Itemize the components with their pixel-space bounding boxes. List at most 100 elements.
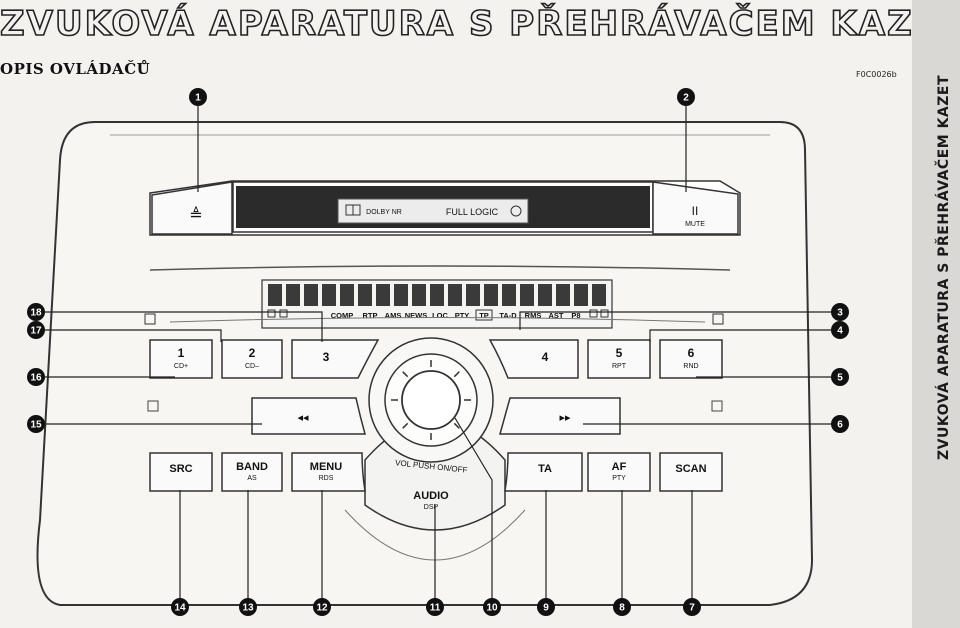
callout-6-number: 6: [837, 420, 843, 431]
preset-2-label: 2: [249, 346, 256, 360]
display-segment: [448, 284, 462, 306]
af-label: AF: [612, 461, 627, 473]
figure-code: F0C0026b: [856, 70, 897, 79]
indicator-ta-d: TA-D: [499, 311, 517, 320]
forward-button[interactable]: ▸▸: [499, 397, 621, 435]
preset-button-5[interactable]: 5 RPT: [587, 339, 651, 379]
callout-1-number: 1: [195, 93, 201, 104]
callout-4-number: 4: [837, 326, 843, 337]
display-segment: [592, 284, 606, 306]
indicator-rms: RMS: [525, 311, 542, 320]
indicator-tp: TP: [479, 311, 489, 320]
preset-1-label: 1: [178, 346, 185, 360]
display-segment: [304, 284, 318, 306]
indicator-loc: LOC: [432, 311, 448, 320]
display-segment: [502, 284, 516, 306]
preset-button-2[interactable]: 2 CD–: [221, 339, 283, 379]
callout-7-number: 7: [689, 603, 695, 614]
indicator-ast: AST: [549, 311, 564, 320]
preset-6-label: 6: [688, 346, 695, 360]
callout-12: 12: [313, 598, 331, 616]
dolby-label: DOLBY NR: [366, 209, 402, 216]
callout-13-number: 13: [242, 603, 254, 614]
menu-button[interactable]: MENU RDS: [291, 452, 366, 492]
audio-button[interactable]: AUDIO: [413, 490, 449, 502]
display-segment: [394, 284, 408, 306]
band-label: BAND: [236, 461, 268, 473]
section-subtitle: OPIS OVLÁDAČŮ: [0, 60, 151, 78]
volume-knob-ticks: [391, 360, 471, 440]
page-title: ZVUKOVÁ APARATURA S PŘEHRÁVAČEM KAZET: [0, 3, 960, 45]
callout-1: 1: [189, 88, 207, 106]
display-segment: [412, 284, 426, 306]
callout-13: 13: [239, 598, 257, 616]
af-button[interactable]: AF PTY: [587, 452, 651, 492]
callout-3: 3: [831, 303, 849, 321]
display-segment: [430, 284, 444, 306]
led-right-lower: [711, 400, 723, 412]
callout-18: 18: [27, 303, 45, 321]
display-segment: [538, 284, 552, 306]
eject-icon: ≜: [189, 206, 202, 224]
src-button[interactable]: SRC: [149, 452, 213, 492]
band-button[interactable]: BAND AS: [221, 452, 283, 492]
callout-5: 5: [831, 368, 849, 386]
indicator-pty: PTY: [455, 311, 470, 320]
callout-16: 16: [27, 368, 45, 386]
scan-button[interactable]: SCAN: [659, 452, 723, 492]
mute-label: MUTE: [685, 221, 705, 228]
volume-knob[interactable]: [401, 370, 461, 430]
indicator-comp: COMP: [331, 311, 354, 320]
indicator-rtp: RTP: [363, 311, 378, 320]
af-sub: PTY: [612, 475, 626, 482]
rewind-icon: ◂◂: [297, 412, 309, 424]
callout-12-number: 12: [316, 603, 328, 614]
preset-button-4[interactable]: 4: [488, 339, 579, 379]
dolby-logo: [345, 204, 361, 216]
display-segment: [322, 284, 336, 306]
scan-label: SCAN: [675, 463, 706, 475]
preset-5-sub: RPT: [612, 363, 627, 370]
indicator-p8: P8: [571, 311, 580, 320]
eject-button[interactable]: [151, 181, 233, 235]
preset-button-6[interactable]: 6 RND: [659, 339, 723, 379]
preset-button-1[interactable]: 1 CD+: [149, 339, 213, 379]
callout-3-number: 3: [837, 308, 843, 319]
ta-button[interactable]: TA: [504, 452, 583, 492]
display-segment: [484, 284, 498, 306]
display-segment: [286, 284, 300, 306]
rewind-button[interactable]: ◂◂: [251, 397, 366, 435]
band-sub: AS: [247, 475, 257, 482]
callout-8-number: 8: [619, 603, 625, 614]
preset-button-3[interactable]: 3: [291, 339, 380, 379]
callout-14: 14: [171, 598, 189, 616]
display-segment: [574, 284, 588, 306]
indicator-tp-box: [475, 309, 493, 321]
callout-10-number: 10: [486, 603, 498, 614]
menu-label: MENU: [310, 461, 342, 473]
sidebar-title: ZVUKOVÁ APARATURA S PŘEHRÁVAČEM KAZET: [936, 74, 952, 460]
mute-button[interactable]: [652, 181, 739, 235]
callout-16-number: 16: [30, 373, 42, 384]
sidebar: [912, 0, 960, 628]
display-lower-bezel: [169, 317, 706, 323]
leader-17: [44, 329, 222, 342]
dsp-label: DSP: [424, 504, 439, 511]
leader-10: [454, 417, 493, 600]
forward-icon: ▸▸: [559, 412, 571, 424]
menu-sub: RDS: [319, 475, 334, 482]
callout-11: 11: [426, 598, 444, 616]
preset-4-label: 4: [542, 350, 549, 364]
led-left: [144, 313, 156, 325]
knob-tick: [453, 371, 460, 378]
callout-6: 6: [831, 415, 849, 433]
cassette-label-plate: [337, 198, 529, 224]
callout-15-number: 15: [30, 420, 42, 431]
display-segment: [376, 284, 390, 306]
display-segment: [520, 284, 534, 306]
display-segment: [268, 284, 282, 306]
full-logic-label: FULL LOGIC: [446, 207, 499, 217]
